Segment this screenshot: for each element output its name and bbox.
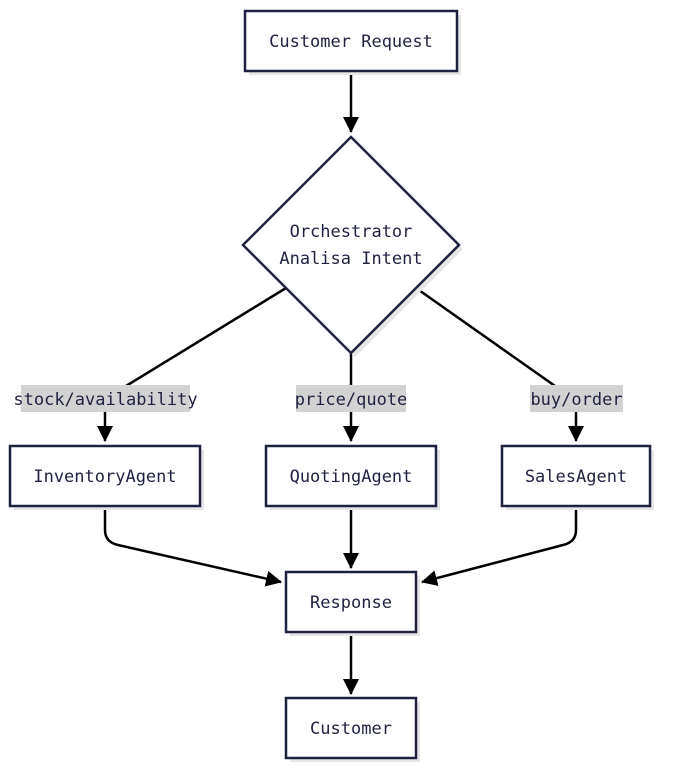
edge-label-price: price/quote: [295, 385, 408, 412]
edge-label-buy: buy/order: [530, 385, 623, 412]
node-orchestrator-label-line1: Orchestrator: [290, 222, 413, 242]
node-inventory-agent[interactable]: InventoryAgent: [8, 444, 204, 510]
node-inventory-agent-label: InventoryAgent: [33, 467, 176, 487]
edge-label-buy-text: buy/order: [530, 390, 622, 410]
node-sales-agent[interactable]: SalesAgent: [500, 444, 654, 510]
node-customer-request-label: Customer Request: [269, 32, 433, 52]
edge-sales-to-response: [421, 507, 578, 586]
node-orchestrator[interactable]: Orchestrator Analisa Intent: [241, 135, 463, 357]
edge-inventory-to-response: [103, 507, 282, 587]
node-response[interactable]: Response: [284, 570, 420, 636]
node-customer-label: Customer: [310, 719, 392, 739]
node-sales-agent-label: SalesAgent: [525, 467, 627, 487]
edge-label-stock: stock/availability: [13, 385, 198, 412]
edge-label-price-text: price/quote: [295, 390, 408, 410]
node-quoting-agent[interactable]: QuotingAgent: [264, 444, 440, 510]
node-customer[interactable]: Customer: [284, 696, 420, 762]
edge-label-stock-text: stock/availability: [13, 390, 197, 410]
edge-orchestrator-to-buy: [415, 286, 556, 388]
node-customer-request[interactable]: Customer Request: [243, 9, 461, 75]
node-orchestrator-label-line2: Analisa Intent: [279, 249, 422, 269]
edge-orchestrator-to-stock: [125, 286, 287, 388]
node-quoting-agent-label: QuotingAgent: [290, 467, 413, 487]
node-response-label: Response: [310, 593, 392, 613]
